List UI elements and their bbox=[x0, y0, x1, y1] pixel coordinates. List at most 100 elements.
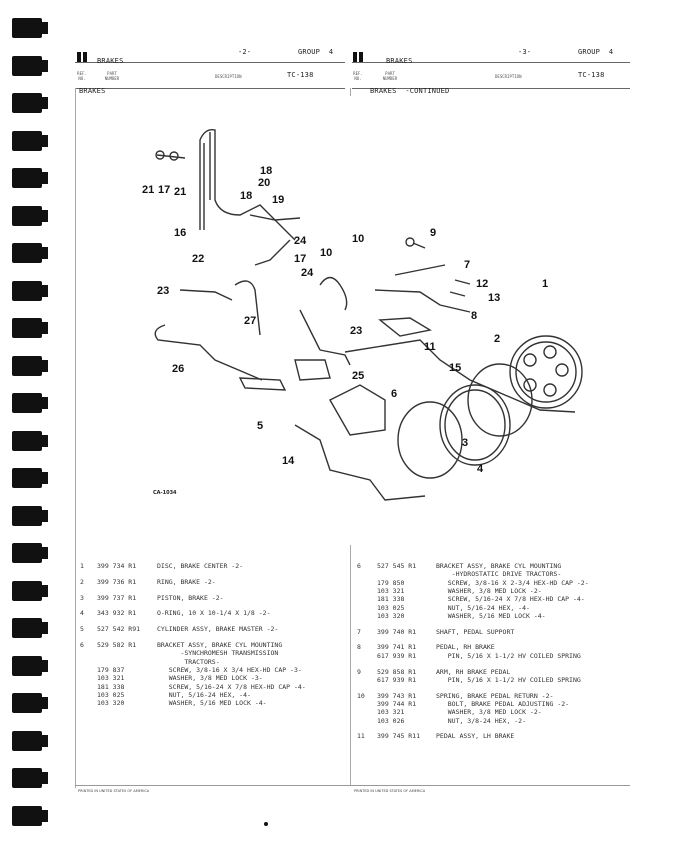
binding-ring bbox=[12, 430, 48, 451]
callout-label: 20 bbox=[258, 177, 270, 189]
brake-line-19 bbox=[249, 214, 301, 221]
part-description: PISTON, BRAKE -2- bbox=[157, 593, 224, 602]
brake-line-16 bbox=[199, 129, 296, 241]
item-ref-number: 11 bbox=[357, 732, 365, 741]
part-number: 617 939 R1 bbox=[377, 651, 417, 660]
callout-label: 14 bbox=[282, 455, 295, 467]
right-group: GROUP 4 bbox=[578, 48, 614, 56]
brake-ring-2 bbox=[467, 363, 533, 437]
part-number: 399 736 R1 bbox=[97, 577, 137, 586]
callout-label: 23 bbox=[350, 325, 362, 337]
part-description: SHAFT, PEDAL SUPPORT bbox=[436, 627, 515, 636]
left-title: BRAKES bbox=[97, 57, 124, 65]
callout-label: 24 bbox=[301, 267, 314, 279]
binding-ring bbox=[12, 168, 48, 188]
item-ref-number: 2 bbox=[80, 577, 84, 586]
brake-exploded-diagram: 18 20 18 19 21 17 21 16 22 24 17 10 10 9… bbox=[142, 129, 583, 501]
left-col-part: PART NUMBER bbox=[104, 71, 120, 81]
left-footer: PRINTED IN UNITED STATES OF AMERICA bbox=[78, 789, 150, 793]
right-col-part: PART NUMBER bbox=[382, 71, 398, 81]
item-ref-number: 7 bbox=[357, 627, 361, 636]
part-description: WASHER, 3/8 MED LOCK -2- bbox=[436, 586, 542, 595]
hose-23 bbox=[179, 289, 233, 301]
part-number: 103 025 bbox=[377, 603, 405, 612]
part-number: 529 858 R1 bbox=[377, 667, 417, 676]
left-margin-line bbox=[75, 88, 76, 788]
callout-label: 7 bbox=[464, 259, 470, 271]
left-col-ref: REF. NO. bbox=[77, 71, 87, 81]
part-description: -HYDROSTATIC DRIVE TRACTORS- bbox=[436, 570, 562, 579]
part-description: SCREW, 3/8-16 X 2-3/4 HEX-HD CAP -2- bbox=[436, 578, 589, 587]
part-number: 527 542 R91 bbox=[97, 625, 141, 634]
spring-10 bbox=[319, 276, 348, 311]
header-rule-left bbox=[75, 88, 345, 89]
callout-label: 10 bbox=[352, 233, 364, 245]
part-description: O-RING, 10 X 10-1/4 X 1/8 -2- bbox=[157, 609, 271, 618]
part-description: NUT, 5/16-24 HEX, -4- bbox=[157, 690, 251, 699]
callout-label: 25 bbox=[352, 370, 364, 382]
part-number: 399 741 R1 bbox=[377, 643, 417, 652]
binding-ring bbox=[12, 318, 48, 338]
callout-label: 10 bbox=[320, 247, 332, 259]
callout-label: 27 bbox=[244, 315, 256, 327]
callout-label: 8 bbox=[471, 310, 477, 322]
callout-label: 24 bbox=[294, 235, 307, 247]
header-rule-right bbox=[352, 88, 630, 89]
part-number: 617 939 R1 bbox=[377, 675, 417, 684]
binding-ring bbox=[12, 130, 48, 151]
part-description: SCREW, 3/8-16 X 3/4 HEX-HD CAP -3- bbox=[157, 665, 302, 674]
part-description: DISC, BRAKE CENTER -2- bbox=[157, 562, 244, 570]
binding-ring bbox=[12, 580, 48, 601]
hose-27 bbox=[234, 280, 261, 336]
left-section-title: BRAKES bbox=[79, 87, 106, 95]
part-description: NUT, 5/16-24 HEX, -4- bbox=[436, 603, 530, 612]
bracket-6 bbox=[329, 384, 386, 436]
header-rule-right-top bbox=[352, 62, 630, 63]
part-description: ARM, RH BRAKE PEDAL bbox=[436, 667, 511, 676]
binding-ring bbox=[12, 693, 48, 713]
part-number: 399 737 R1 bbox=[97, 593, 137, 602]
binding-ring bbox=[12, 805, 48, 826]
part-number: 103 320 bbox=[97, 699, 125, 708]
callout-label: 12 bbox=[476, 278, 488, 290]
part-description: WASHER, 3/8 MED LOCK -3- bbox=[157, 674, 263, 683]
part-description: PEDAL, RH BRAKE bbox=[436, 643, 495, 652]
binding-ring bbox=[12, 393, 48, 413]
part-number: 103 321 bbox=[377, 586, 405, 595]
part-number: 399 745 R11 bbox=[377, 732, 421, 741]
part-number: 103 320 bbox=[377, 611, 405, 620]
callout-label: 21 bbox=[174, 186, 186, 198]
header-rule-left-top bbox=[75, 62, 345, 63]
item-ref-number: 6 bbox=[80, 641, 84, 649]
right-col-ref: REF. NO. bbox=[353, 71, 363, 81]
callout-label: 18 bbox=[240, 190, 252, 202]
part-description: -SYNCHROMESH TRANSMISSION bbox=[157, 649, 279, 658]
binding-ring bbox=[12, 505, 48, 526]
part-number: 181 338 bbox=[97, 682, 125, 691]
callout-label: 2 bbox=[494, 333, 500, 345]
callout-label: 6 bbox=[391, 388, 397, 400]
part-number: 529 582 R1 bbox=[97, 641, 137, 649]
binding-ring bbox=[12, 543, 48, 563]
line-14 bbox=[294, 424, 426, 501]
part-description: WASHER, 5/16 MED LOCK -4- bbox=[436, 611, 546, 620]
callout-label: 21 bbox=[142, 184, 154, 196]
binding-ring bbox=[12, 55, 48, 76]
callout-label: 15 bbox=[449, 362, 461, 374]
callout-label: 26 bbox=[172, 363, 184, 375]
ih-logo-left bbox=[76, 50, 88, 62]
binding-ring bbox=[12, 730, 48, 751]
figure-id: CA-1034 bbox=[153, 490, 177, 496]
part-number: 103 321 bbox=[97, 674, 125, 683]
piston-3 bbox=[439, 384, 511, 466]
callout-label: 17 bbox=[294, 253, 306, 265]
part-number: 527 545 R1 bbox=[377, 562, 417, 570]
binding-ring bbox=[12, 243, 48, 263]
page-dot bbox=[264, 822, 268, 826]
callout-label: 11 bbox=[424, 341, 436, 353]
master-cylinder-5 bbox=[238, 377, 287, 391]
master-cylinder bbox=[294, 359, 331, 381]
center-line bbox=[350, 545, 351, 785]
part-number: 181 338 bbox=[377, 595, 405, 604]
binding-ring bbox=[12, 618, 48, 638]
